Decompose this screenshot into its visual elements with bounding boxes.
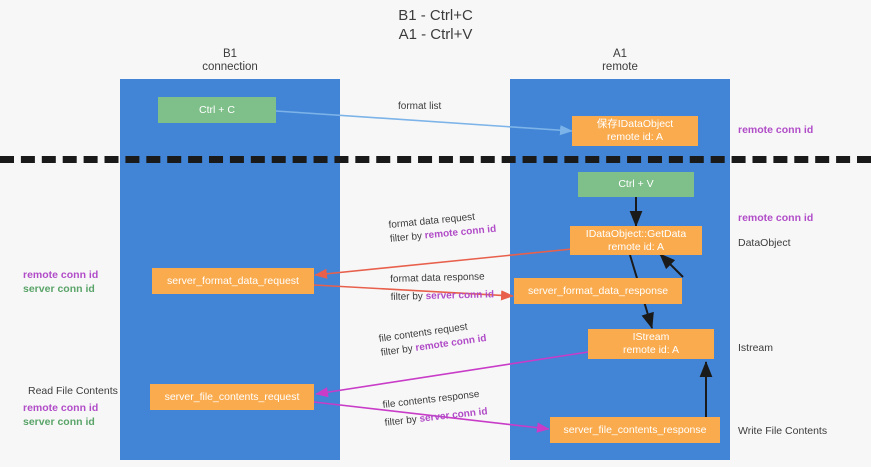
diagram-title-line2: A1 - Ctrl+V [398, 26, 473, 43]
annotation-left-conn-ids-top: remote conn id server conn id [23, 268, 98, 296]
node-ctrl-v[interactable]: Ctrl + V [578, 172, 694, 197]
edge-label-format-data-response-tag: server conn id [425, 289, 495, 303]
lane-header-a1: A1 remote [510, 48, 730, 74]
edge-label-file-contents-request-prefix: filter by [380, 343, 414, 359]
node-istream-subtitle: remote id: A [622, 344, 680, 356]
annotation-right-remote-conn-id-mid: remote conn id [738, 212, 814, 224]
node-idataobject-getdata[interactable]: IDataObject::GetData remote id: A [570, 226, 702, 255]
annotation-left-conn-ids-bottom: remote conn id server conn id [23, 401, 98, 429]
annotation-left-server-conn-id-2: server conn id [23, 416, 95, 428]
edge-label-format-list: format list [398, 100, 441, 114]
node-save-idataobject-subtitle: remote id: A [606, 131, 664, 143]
node-save-idataobject-label: 保存IDataObject [596, 118, 674, 130]
edge-label-format-data-response-line2: filter by server conn id [390, 288, 494, 305]
lane-header-b1: B1 connection [120, 48, 340, 74]
diagram-title-line1: B1 - Ctrl+C [398, 7, 473, 24]
annotation-left-server-conn-id-1: server conn id [23, 283, 95, 295]
node-idataobject-getdata-label: IDataObject::GetData [585, 227, 687, 240]
edge-label-format-data-response-prefix: filter by [390, 291, 424, 303]
section-divider [0, 156, 871, 163]
edge-label-file-contents-request: file contents request filter by remote c… [378, 318, 488, 361]
lane-header-b1-line2: connection [202, 61, 258, 73]
node-server-file-contents-response-label: server_file_contents_response [563, 423, 707, 436]
edge-label-file-contents-response: file contents response filter by server … [382, 387, 488, 430]
edge-label-format-list-line1: format list [398, 101, 442, 112]
node-server-format-data-request[interactable]: server_format_data_request [152, 268, 314, 294]
lane-header-b1-line1: B1 [222, 48, 238, 60]
node-istream[interactable]: IStream remote id: A [588, 329, 714, 359]
annotation-right-write-file-contents: Write File Contents [738, 425, 828, 437]
node-server-file-contents-request[interactable]: server_file_contents_request [150, 384, 314, 410]
edge-label-format-data-request-prefix: filter by [389, 230, 423, 245]
annotation-left-remote-conn-id-1: remote conn id [23, 269, 99, 281]
node-ctrl-c-label: Ctrl + C [199, 103, 235, 116]
edge-label-file-contents-response-prefix: filter by [384, 414, 418, 429]
node-server-format-data-response-label: server_format_data_response [527, 284, 669, 297]
node-idataobject-getdata-subtitle: remote id: A [607, 240, 665, 253]
annotation-right-remote-conn-id-top: remote conn id [738, 124, 814, 136]
annotation-left-remote-conn-id-2: remote conn id [23, 402, 99, 414]
edge-label-format-data-request: format data request filter by remote con… [388, 209, 497, 247]
lane-header-a1-line1: A1 [612, 48, 628, 60]
node-server-file-contents-request-label: server_file_contents_request [164, 390, 300, 403]
node-server-file-contents-response[interactable]: server_file_contents_response [550, 417, 720, 443]
edge-label-format-data-response-line1: format data response [390, 271, 485, 285]
node-ctrl-v-label: Ctrl + V [618, 178, 654, 190]
annotation-right-istream: Istream [738, 342, 774, 354]
node-server-format-data-response[interactable]: server_format_data_response [514, 278, 682, 304]
annotation-left-read-file-contents: Read File Contents [28, 385, 118, 397]
node-ctrl-c[interactable]: Ctrl + C [158, 97, 276, 123]
edge-label-file-contents-response-tag: server conn id [418, 406, 489, 425]
node-istream-label: IStream [632, 331, 670, 343]
node-server-format-data-request-label: server_format_data_request [167, 274, 299, 287]
diagram-title: B1 - Ctrl+C A1 - Ctrl+V [0, 6, 871, 44]
annotation-right-dataobject: DataObject [738, 237, 791, 249]
edge-label-format-data-response: format data response filter by server co… [390, 270, 494, 305]
node-save-idataobject[interactable]: 保存IDataObject remote id: A [572, 116, 698, 146]
lane-header-a1-line2: remote [602, 61, 638, 73]
